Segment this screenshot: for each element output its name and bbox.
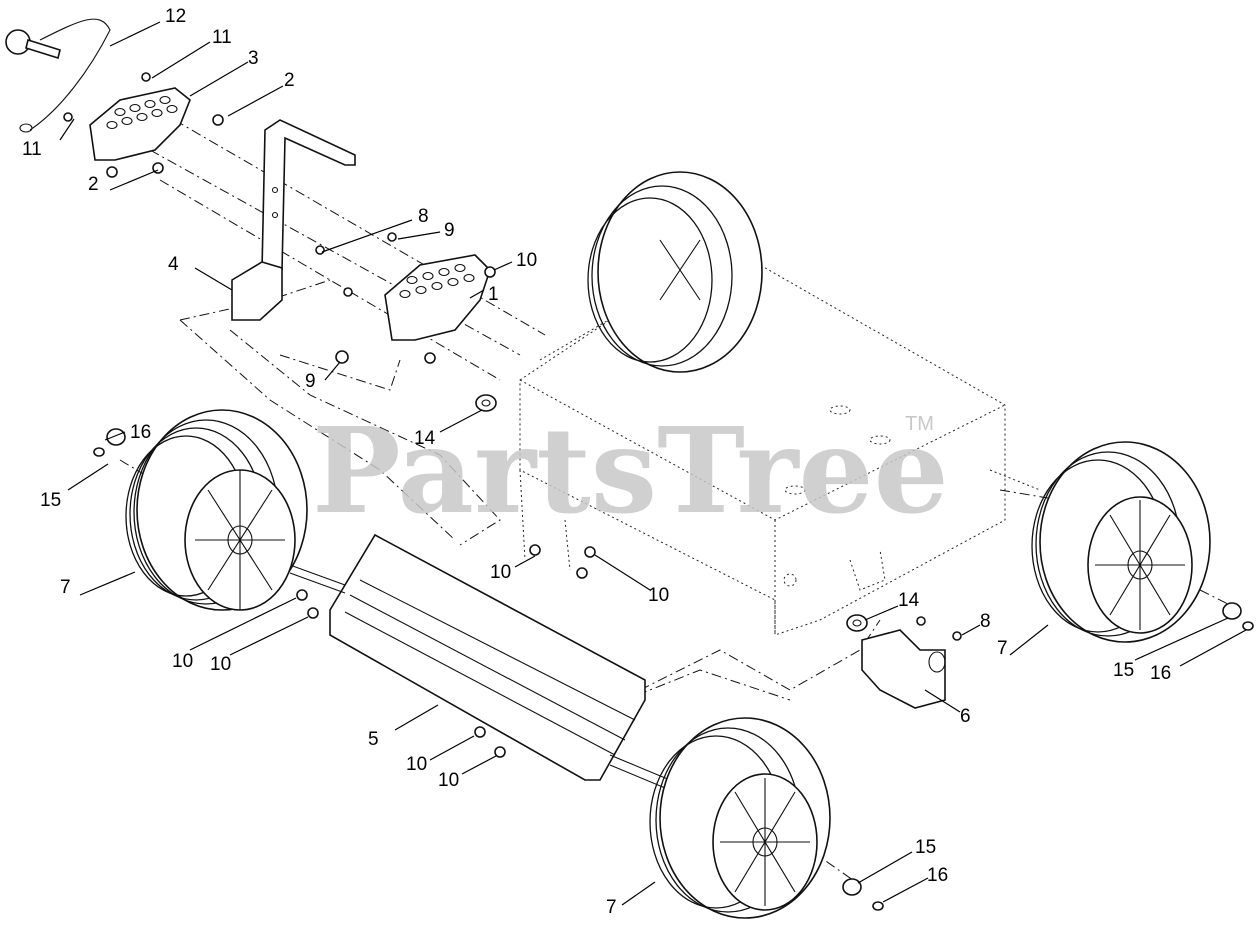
callout-12: 12 <box>165 6 186 27</box>
callout-16-left: 16 <box>130 422 151 443</box>
callout-6: 6 <box>960 706 971 727</box>
callouts: 12 11 3 2 11 2 8 9 10 1 4 9 14 16 15 7 1… <box>22 6 1171 918</box>
callout-14-left: 14 <box>414 428 436 449</box>
callout-7-right: 7 <box>997 638 1008 659</box>
callout-2-top: 2 <box>284 70 295 91</box>
callout-10-deck-right: 10 <box>648 585 669 606</box>
watermark-tm: TM <box>905 413 934 435</box>
roller-assembly <box>289 533 671 791</box>
callout-10-roller-left: 10 <box>172 651 193 672</box>
wheel-bracket <box>861 629 946 709</box>
callout-7-left: 7 <box>60 577 71 598</box>
callout-9-top: 9 <box>444 220 455 241</box>
callout-1: 1 <box>488 284 499 305</box>
callout-2-left: 2 <box>88 174 99 195</box>
callout-10-bottom-b: 10 <box>438 770 459 791</box>
callout-16-bottom: 16 <box>927 865 948 886</box>
callout-8-right: 8 <box>980 611 991 632</box>
callout-9-mid: 9 <box>305 371 316 392</box>
height-lever <box>231 119 356 321</box>
callout-14-right: 14 <box>898 590 920 611</box>
callout-3: 3 <box>248 48 259 69</box>
callout-15-left: 15 <box>40 490 61 511</box>
wheel-front-right <box>1031 441 1211 643</box>
callout-4: 4 <box>168 254 179 275</box>
watermark-text: PartsTree <box>312 401 949 540</box>
height-adjust-plate-lower <box>384 254 491 341</box>
callout-8-top: 8 <box>418 206 429 227</box>
wheel-rear-right <box>587 171 763 373</box>
callout-10-roller-right: 10 <box>210 654 231 675</box>
wheel-front-left <box>649 717 831 919</box>
lanyard-pin <box>5 18 111 133</box>
callout-11-top: 11 <box>212 27 232 48</box>
callout-16-right: 16 <box>1150 663 1171 684</box>
wheel-rear-left <box>125 409 308 611</box>
callout-10-top: 10 <box>516 250 537 271</box>
callout-7-bottom: 7 <box>606 897 617 918</box>
callout-10-deck-left: 10 <box>490 562 511 583</box>
callout-15-right: 15 <box>1113 660 1134 681</box>
leader-lines <box>59 21 1247 906</box>
callout-10-bottom-a: 10 <box>406 754 427 775</box>
callout-5: 5 <box>368 729 379 750</box>
callout-11-left: 11 <box>22 139 42 160</box>
height-adjust-plate-upper <box>89 87 191 161</box>
callout-15-bottom: 15 <box>915 837 936 858</box>
hardware <box>63 72 1254 911</box>
